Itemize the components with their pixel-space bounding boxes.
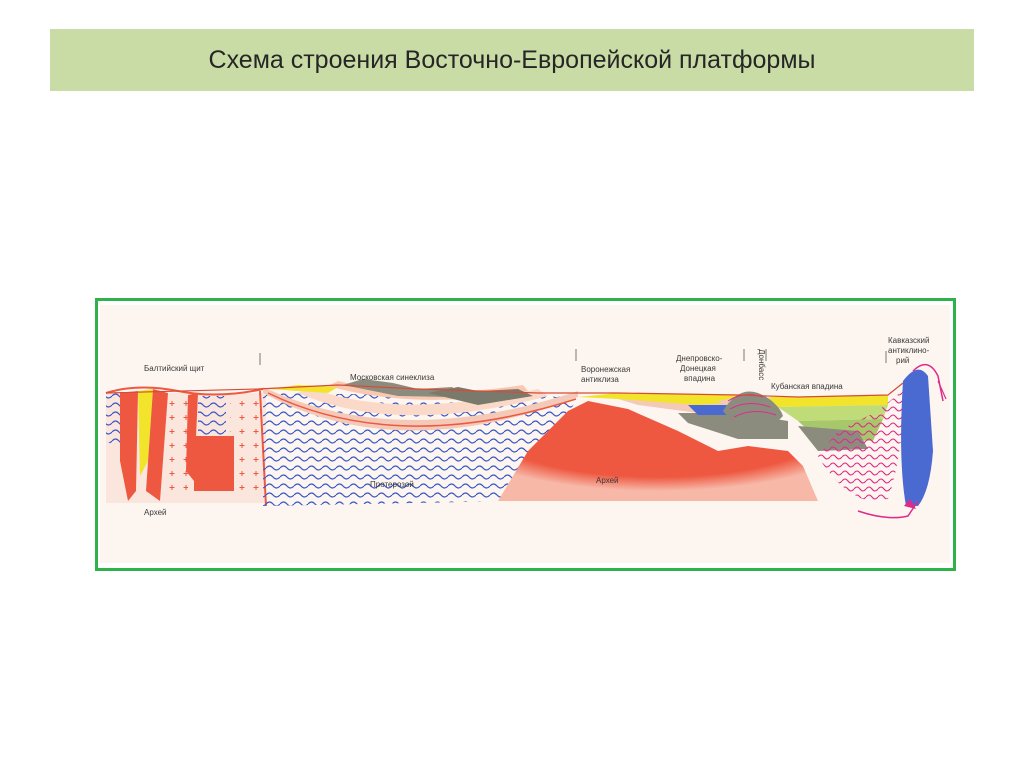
caucasus-anticlinorium [818, 363, 947, 519]
label-archean-left: Архей [144, 508, 167, 517]
label-dnieper-3: впадина [684, 374, 716, 383]
label-dnieper-1: Днепровско- [676, 354, 723, 363]
baltic-shield-block [105, 386, 267, 507]
label-donbass: Донбасс [757, 349, 766, 380]
label-voronezh-2: антиклиза [581, 375, 619, 384]
label-caucasus-1: Кавказский [888, 336, 929, 345]
surface-line [105, 382, 904, 398]
diagram-frame: Балтийский щит Архей Московская синеклиз… [95, 298, 956, 571]
label-caucasus-2: антиклино- [888, 346, 930, 355]
section-dividers [259, 349, 887, 365]
label-dnieper-2: Донецкая [680, 364, 716, 373]
label-voronezh-1: Воронежская [581, 365, 630, 374]
platform-cross-section: Балтийский щит Архей Московская синеклиз… [100, 305, 950, 563]
donbass-fold [723, 391, 783, 431]
label-proterozoic: Протерозой [370, 480, 414, 489]
label-kuban: Кубанская впадина [771, 382, 843, 391]
label-archean-center: Архей [596, 476, 619, 485]
slide-title: Схема строения Восточно-Европейской плат… [208, 45, 816, 74]
label-moscow-syneclise: Московская синеклиза [350, 373, 435, 382]
label-baltic-shield: Балтийский щит [144, 364, 205, 373]
slide-title-bar: Схема строения Восточно-Европейской плат… [50, 29, 974, 91]
label-caucasus-3: рий [896, 356, 909, 365]
archean-core [498, 401, 818, 501]
